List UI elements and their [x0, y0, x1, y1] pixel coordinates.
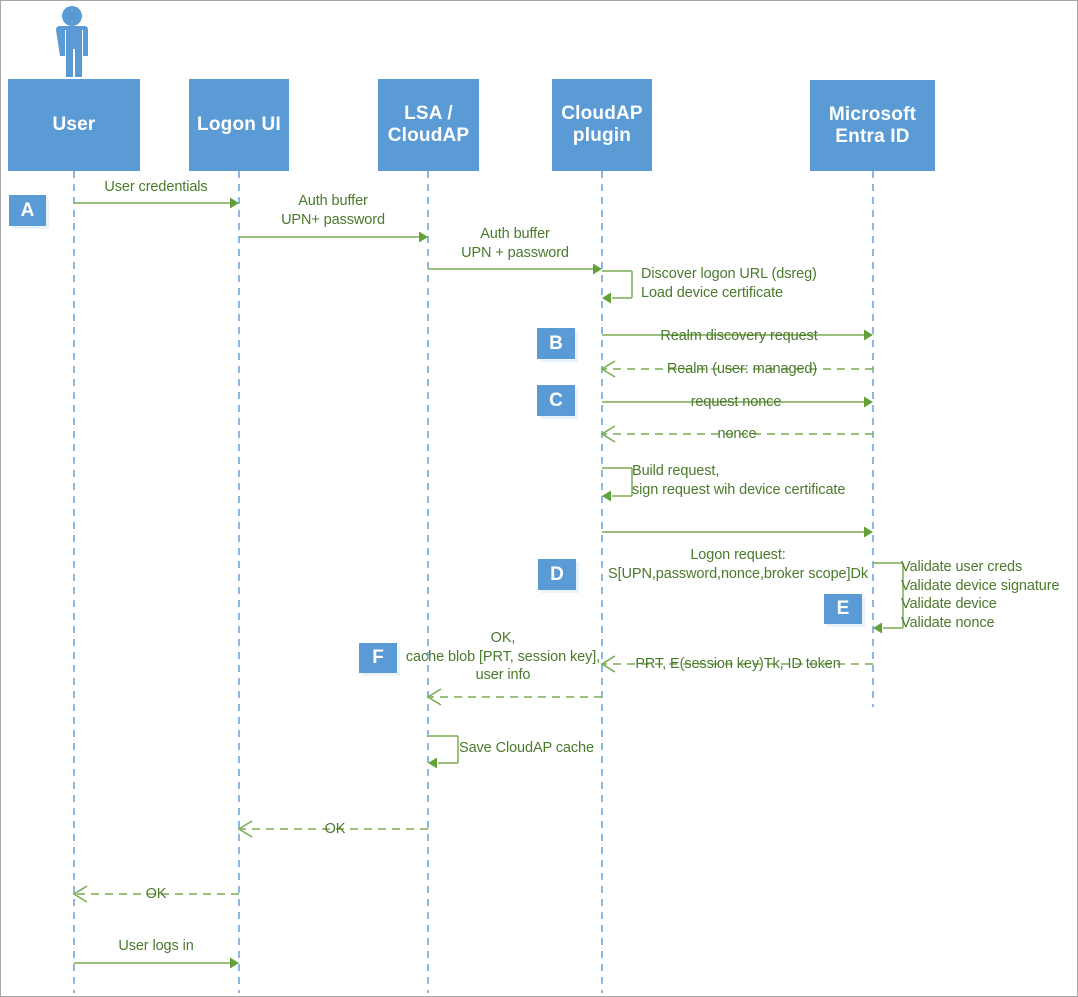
arrow-head: [864, 526, 873, 538]
message-label-m8: nonce: [717, 426, 757, 442]
message-m3: [428, 263, 602, 275]
step-badge-f: F: [359, 643, 397, 673]
message-m6: [600, 360, 873, 378]
actor-label-user: User: [52, 114, 96, 136]
message-m8: [600, 425, 873, 443]
step-badge-b: B: [537, 328, 575, 359]
message-m10: [602, 526, 873, 538]
message-label-m6: Realm (user: managed): [666, 361, 818, 377]
message-label-m10: Logon request: S[UPN,password,nonce,brok…: [608, 547, 868, 582]
lifelines-group: [73, 171, 874, 993]
actor-label-plugin: CloudAP plugin: [561, 103, 643, 146]
step-badge-c: C: [537, 385, 575, 416]
arrow-head: [864, 396, 873, 408]
message-label-m14: Save CloudAP cache: [459, 740, 594, 756]
arrow-head: [593, 263, 602, 275]
message-m13: [426, 688, 602, 706]
actor-label-lsa: LSA / CloudAP: [387, 103, 470, 146]
message-label-m5: Realm discovery request: [660, 328, 818, 344]
message-m5: [602, 329, 873, 341]
arrow-head: [230, 957, 239, 969]
arrow-head: [428, 757, 437, 769]
message-m16: [72, 885, 239, 903]
actor-box-lsa[interactable]: LSA / CloudAP: [378, 79, 479, 171]
actor-box-plugin[interactable]: CloudAP plugin: [552, 79, 652, 171]
message-m11: [873, 562, 904, 634]
message-arrows-group: [72, 197, 904, 969]
arrow-head: [864, 329, 873, 341]
message-label-m11: Validate user creds Validate device sign…: [901, 559, 1060, 631]
arrow-head-open: [72, 885, 88, 903]
person-icon: [56, 6, 88, 77]
arrow-head-open: [426, 688, 442, 706]
message-m4: [602, 270, 633, 304]
arrow-head-open: [600, 655, 616, 673]
step-badge-d: D: [538, 559, 576, 590]
message-m15: [237, 820, 428, 838]
step-badge-e: E: [824, 594, 862, 624]
step-badge-a: A: [9, 195, 46, 226]
message-label-m2: Auth buffer UPN+ password: [281, 193, 385, 228]
actor-box-entra[interactable]: Microsoft Entra ID: [810, 80, 935, 171]
actor-box-logonui[interactable]: Logon UI: [189, 79, 289, 171]
message-label-m16: OK: [145, 886, 167, 902]
arrow-head: [230, 197, 239, 209]
arrow-head: [602, 490, 611, 502]
arrow-head: [602, 292, 611, 304]
message-m7: [602, 396, 873, 408]
message-m17: [74, 957, 239, 969]
message-label-m17: User logs in: [118, 938, 194, 954]
arrow-head: [873, 622, 882, 634]
message-m14: [428, 735, 459, 769]
message-label-m4: Discover logon URL (dsreg) Load device c…: [641, 266, 817, 301]
arrow-head-open: [600, 360, 616, 378]
arrow-head: [419, 231, 428, 243]
message-m9: [602, 467, 633, 502]
message-label-m9: Build request, sign request wih device c…: [632, 463, 846, 498]
arrow-head-open: [600, 425, 616, 443]
message-label-m1: User credentials: [104, 179, 208, 195]
message-label-m3: Auth buffer UPN + password: [461, 226, 569, 261]
message-label-m7: request nonce: [690, 394, 782, 410]
message-m12: [600, 655, 873, 673]
actor-label-logonui: Logon UI: [197, 114, 281, 136]
message-label-m13: OK, cache blob [PRT, session key], user …: [405, 630, 601, 684]
message-label-m15: OK: [324, 821, 346, 837]
message-m2: [239, 231, 428, 243]
arrow-head-open: [237, 820, 253, 838]
message-m1: [74, 197, 239, 209]
message-label-m12: PRT, E(session key)Tk, ID token: [635, 656, 841, 672]
actor-box-user[interactable]: User: [8, 79, 140, 171]
actor-label-entra: Microsoft Entra ID: [828, 103, 917, 147]
